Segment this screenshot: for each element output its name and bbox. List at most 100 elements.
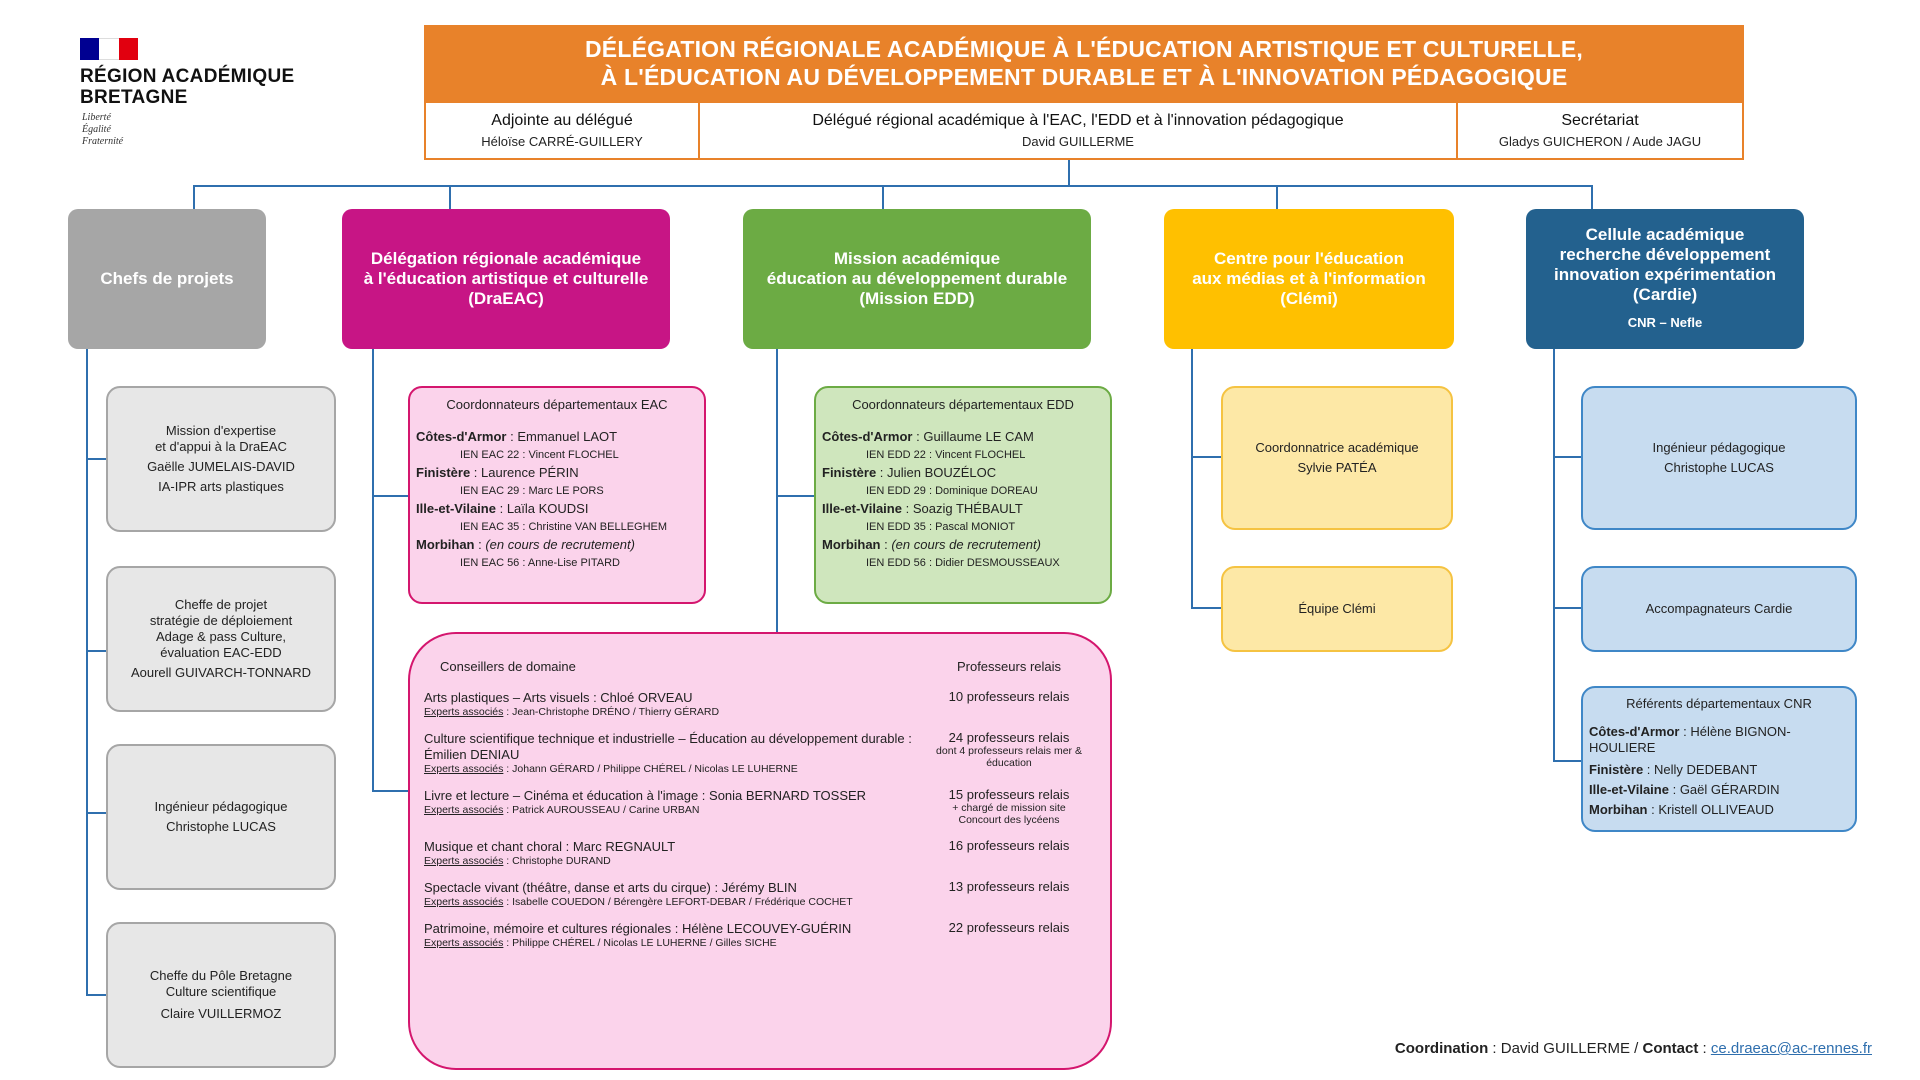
coord-title: Coordonnateurs départementaux EAC xyxy=(446,397,668,412)
domaine-title: Culture scientifique technique et indust… xyxy=(424,731,912,762)
category-title-line: (Mission EDD) xyxy=(859,289,975,308)
chef-strategie-deploiement: Cheffe de projet stratégie de déploiemen… xyxy=(106,566,336,712)
chef-pole-bretagne: Cheffe du Pôle Bretagne Culture scientif… xyxy=(106,922,336,1068)
category-title-line: aux médias et à l'information xyxy=(1192,269,1426,288)
category-title-line: Centre pour l'éducation xyxy=(1213,249,1405,268)
box-line: Ingénieur pédagogique xyxy=(154,799,288,814)
connector xyxy=(86,812,106,814)
chef-ingenieur-pedagogique: Ingénieur pédagogique Christophe LUCAS xyxy=(106,744,336,890)
category-title-line: éducation au développement durable xyxy=(766,269,1068,288)
coord-dept: Finistère xyxy=(416,465,471,480)
coord-name: (en cours de recrutement) xyxy=(891,537,1041,552)
category-clemi: Centre pour l'éducation aux médias et à … xyxy=(1164,209,1454,349)
domaine-relais: 15 professeurs relais+ chargé de mission… xyxy=(934,788,1084,827)
coord-entry: Ille-et-Vilaine : Soazig THÉBAULT xyxy=(822,501,1023,516)
experts-label: Experts associés xyxy=(424,937,504,949)
coord-name: Emmanuel LAOT xyxy=(517,429,618,444)
connector xyxy=(1191,456,1221,458)
contact-email-link[interactable]: ce.draeac@ac-rennes.fr xyxy=(1710,1040,1872,1057)
devise: Liberté Égalité Fraternité xyxy=(82,112,123,148)
coord-dept: Morbihan xyxy=(416,537,475,552)
coord-dept: Ille-et-Vilaine xyxy=(822,501,902,516)
category-title-line: (DraEAC) xyxy=(468,289,544,308)
draeac-coordinators-box: Coordonnateurs départementaux EAC Côtes-… xyxy=(408,386,706,604)
box-line: Accompagnateurs Cardie xyxy=(1645,601,1793,616)
box-line: Équipe Clémi xyxy=(1298,601,1376,616)
coord-entry: Morbihan : (en cours de recrutement) xyxy=(416,537,635,552)
category-title-line: Délégation régionale académique xyxy=(370,249,642,268)
domaine-info: Spectacle vivant (théâtre, danse et arts… xyxy=(424,880,934,908)
domaine-experts: Experts associés : Philippe CHÉREL / Nic… xyxy=(424,937,777,949)
relais-note: dont 4 professeurs relais mer & éducatio… xyxy=(936,745,1082,769)
domaine-relais: 16 professeurs relais xyxy=(934,839,1084,867)
box-line: IA-IPR arts plastiques xyxy=(158,479,284,494)
connector xyxy=(86,349,88,995)
marianne-flag-icon xyxy=(80,38,138,60)
box-line: Adage & pass Culture, xyxy=(155,629,287,644)
category-title-line: recherche développement xyxy=(1559,245,1771,264)
coord-ien: IEN EAC 29 : Marc LE PORS xyxy=(460,485,604,497)
cardie-referents-box: Référents départementaux CNR Côtes-d'Arm… xyxy=(1581,686,1857,832)
domaine-experts: Experts associés : Patrick AUROUSSEAU / … xyxy=(424,804,700,816)
edd-coordinators-box: Coordonnateurs départementaux EDD Côtes-… xyxy=(814,386,1112,604)
conseillers-domaine-box: Conseillers de domaine Professeurs relai… xyxy=(408,632,1112,1070)
category-title-line: (Clémi) xyxy=(1280,289,1338,308)
devise-liberte: Liberté xyxy=(82,112,111,123)
coord-name: (en cours de recrutement) xyxy=(485,537,635,552)
connector xyxy=(1191,349,1193,608)
domaine-row: Patrimoine, mémoire et cultures régional… xyxy=(424,921,1084,950)
connector xyxy=(1591,185,1593,209)
ref-title: Référents départementaux CNR xyxy=(1626,696,1812,711)
coord-entry: Morbihan : (en cours de recrutement) xyxy=(822,537,1041,552)
ref-dept: Ille-et-Vilaine xyxy=(1589,782,1669,797)
footer-coord-label: Coordination xyxy=(1394,1040,1489,1057)
adjointe-cell: Adjointe au délégué Héloïse CARRÉ-GUILLE… xyxy=(426,103,700,158)
coord-dept: Côtes-d'Armor xyxy=(416,429,507,444)
domaine-experts: Experts associés : Christophe DURAND xyxy=(424,855,611,867)
coord-dept: Ille-et-Vilaine xyxy=(416,501,496,516)
adjointe-label: Adjointe au délégué xyxy=(491,112,633,129)
cardie-accompagnateurs-box: Accompagnateurs Cardie xyxy=(1581,566,1857,652)
category-title-line: (Cardie) xyxy=(1632,285,1698,304)
connector xyxy=(372,349,374,791)
clemi-coordinatrice-box: Coordonnatrice académique Sylvie PATÉA xyxy=(1221,386,1453,530)
domaines-rows: Arts plastiques – Arts visuels : Chloé O… xyxy=(424,689,1084,950)
coord-entry: Finistère : Laurence PÉRIN xyxy=(416,465,579,480)
relais-count: 10 professeurs relais xyxy=(948,689,1070,704)
secretariat-label: Secrétariat xyxy=(1561,112,1639,129)
category-title-line: à l'éducation artistique et culturelle xyxy=(363,269,649,288)
ref-entry: Finistère : Nelly DEDEBANT xyxy=(1589,762,1758,777)
ref-name: Kristell OLLIVEAUD xyxy=(1658,802,1774,817)
box-line: Cheffe du Pôle Bretagne xyxy=(149,968,293,983)
ref-name: Gaël GÉRARDIN xyxy=(1679,782,1780,797)
coord-entry: Côtes-d'Armor : Emmanuel LAOT xyxy=(416,429,618,444)
domaine-title: Spectacle vivant (théâtre, danse et arts… xyxy=(424,880,797,895)
domaine-experts: Experts associés : Johann GÉRARD / Phili… xyxy=(424,763,798,775)
category-title-line: Cellule académique xyxy=(1585,225,1745,244)
delegue-label: Délégué régional académique à l'EAC, l'E… xyxy=(812,112,1344,129)
ref-dept: Côtes-d'Armor xyxy=(1589,724,1680,739)
devise-fraternite: Fraternité xyxy=(82,136,124,147)
connector xyxy=(1068,160,1070,186)
connector xyxy=(86,994,106,996)
domaine-experts: Experts associés : Isabelle COUEDON / Bé… xyxy=(424,896,853,908)
delegue-cell: Délégué régional académique à l'EAC, l'E… xyxy=(700,103,1458,158)
ref-entry: Côtes-d'Armor : Hélène BIGNON-HOULIERE xyxy=(1589,724,1791,755)
page-title: DÉLÉGATION RÉGIONALE ACADÉMIQUE À L'ÉDUC… xyxy=(424,25,1744,103)
category-title-line: Mission académique xyxy=(833,249,1001,268)
domaine-info: Arts plastiques – Arts visuels : Chloé O… xyxy=(424,690,934,718)
domaine-row: Livre et lecture – Cinéma et éducation à… xyxy=(424,788,1084,827)
domaine-relais: 22 professeurs relais xyxy=(934,921,1084,949)
domaine-title: Livre et lecture – Cinéma et éducation à… xyxy=(424,788,867,803)
coord-ien: IEN EDD 35 : Pascal MONIOT xyxy=(866,521,1016,533)
coord-name: Laïla KOUDSI xyxy=(506,501,589,516)
domaines-left-title: Conseillers de domaine xyxy=(440,659,576,674)
connector xyxy=(1276,185,1278,209)
domaine-row: Arts plastiques – Arts visuels : Chloé O… xyxy=(424,689,1084,719)
connector xyxy=(1553,456,1581,458)
footer-coord-name: David GUILLERME xyxy=(1500,1040,1630,1057)
region-logo-text: RÉGION ACADÉMIQUE BRETAGNE xyxy=(80,66,294,108)
coord-ien: IEN EDD 56 : Didier DESMOUSSEAUX xyxy=(866,557,1060,569)
